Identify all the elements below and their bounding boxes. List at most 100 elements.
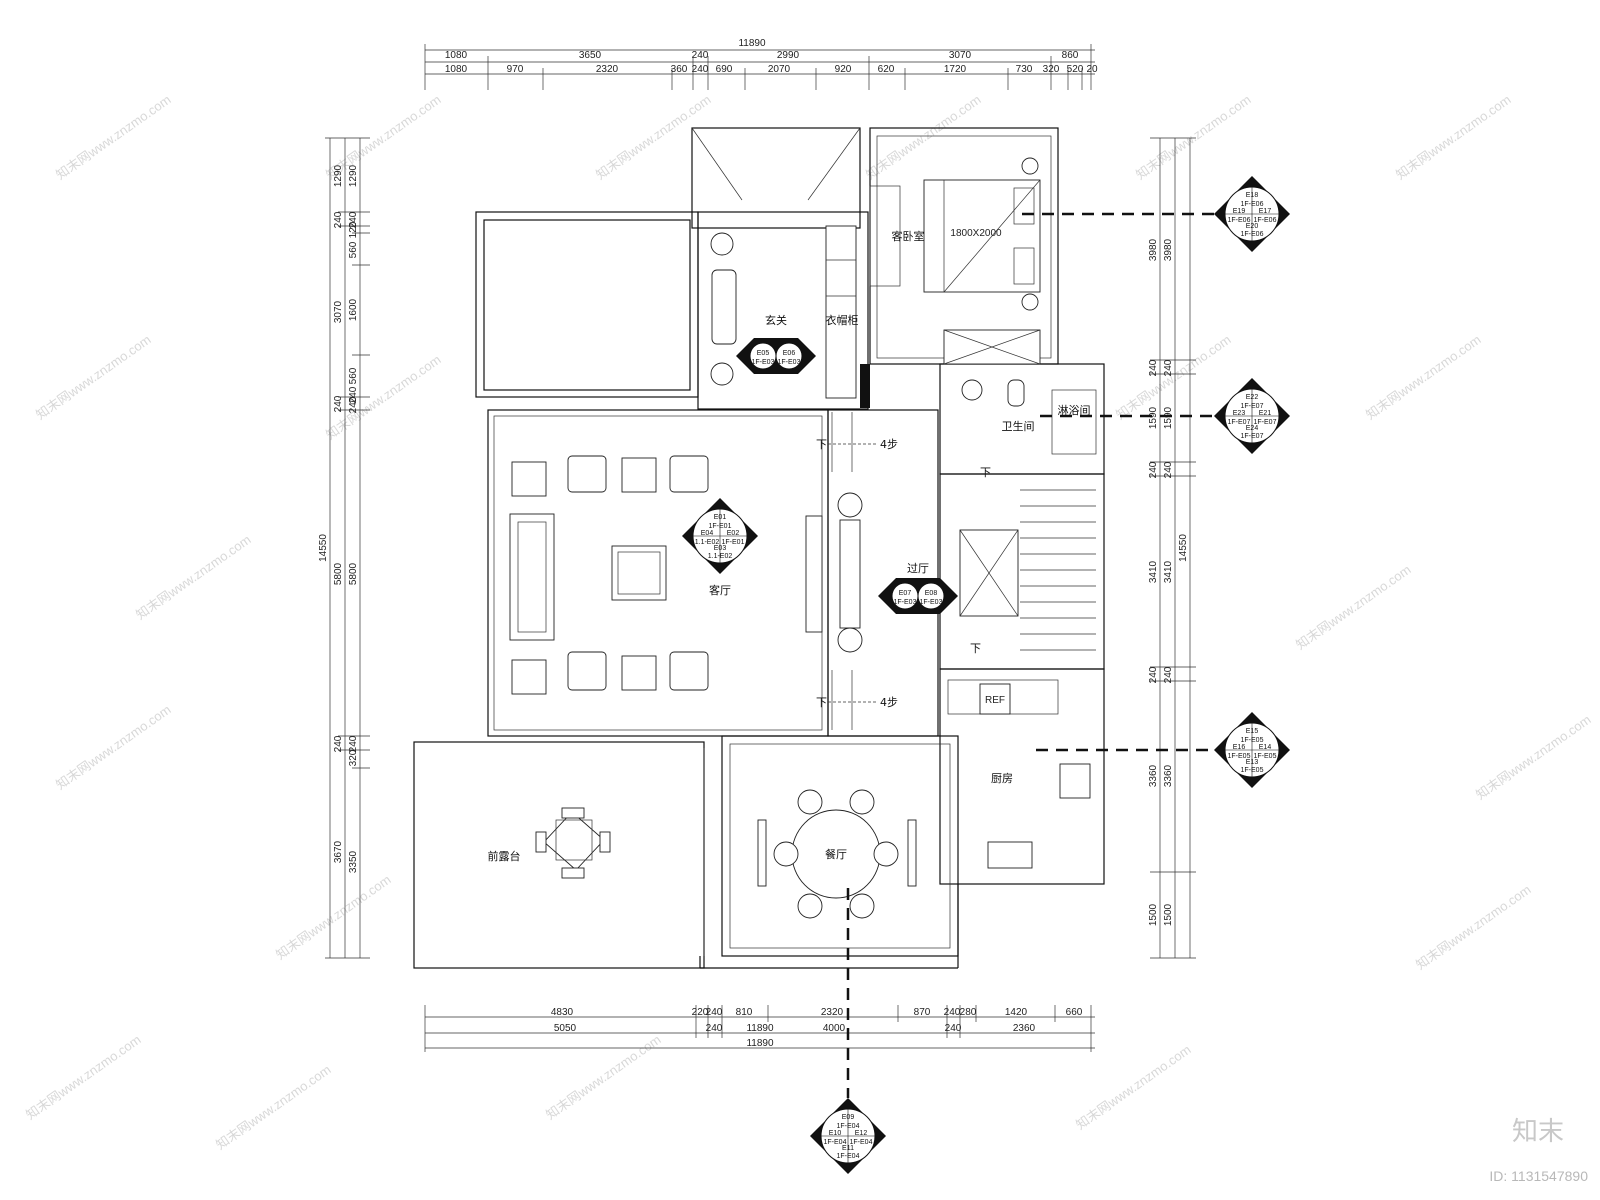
dim-label: 560 xyxy=(348,241,359,258)
dimensions-top: 11890 1080 3650 240 2990 3070 860 1080 9… xyxy=(424,38,1098,90)
dimensions-left: 14550 1290 240 3070 240 5800 240 3670 12… xyxy=(318,137,370,959)
dim-label: 1290 xyxy=(333,164,344,187)
dim-label: 690 xyxy=(716,64,733,75)
tag-sheet: 1F-E07 xyxy=(1241,403,1264,410)
end-table xyxy=(511,461,547,497)
image-id: ID: 1131547890 xyxy=(1489,1168,1588,1184)
watermark-text: 知末网www.znzmo.com xyxy=(543,1032,663,1123)
dim-label: 220 xyxy=(692,1007,709,1018)
tag-sheet: 1F-E06 xyxy=(1254,217,1277,224)
armchair xyxy=(669,455,709,493)
tag-label: E23 xyxy=(1233,410,1246,417)
room-labels: 客卧室 1800X2000 玄关 衣帽柜 卫生间 淋浴间 客厅 过厅 厨房 RE… xyxy=(488,228,1091,863)
tag-label: E01 xyxy=(714,514,727,521)
dim-label: 240 xyxy=(333,211,344,228)
tag-label: E20 xyxy=(1246,223,1259,230)
stair-down-label: 下 xyxy=(816,696,827,709)
dim-label: 3070 xyxy=(949,50,972,61)
tag-label: E15 xyxy=(1246,728,1259,735)
dim-label: 240 xyxy=(1163,666,1174,683)
tag-sheet: 1F-E07 xyxy=(1241,433,1264,440)
dim-label: 660 xyxy=(1066,1007,1083,1018)
console-table xyxy=(839,519,861,629)
tag-sheet: 1F-E05 xyxy=(1241,737,1264,744)
dim-label: 3670 xyxy=(333,840,344,863)
tag-label: E07 xyxy=(899,590,912,597)
dim-label: 240 xyxy=(348,396,359,413)
bed-size-label: 1800X2000 xyxy=(950,228,1002,239)
room-label-kitchen: 厨房 xyxy=(991,772,1013,785)
dim-label: 120 xyxy=(348,221,359,238)
elevation-tag-bathroom: E22 1F-E07 E23 1F-E07 E21 1F-E07 E24 1F-… xyxy=(1214,378,1290,454)
dim-label: 320 xyxy=(1043,64,1060,75)
watermark-text: 知末网www.znzmo.com xyxy=(593,92,713,183)
dim-label: 5050 xyxy=(554,1023,577,1034)
side-table xyxy=(621,655,657,691)
dining-chair xyxy=(797,789,823,815)
stair-down-label: 下 xyxy=(970,642,981,655)
kitchen-counter xyxy=(987,841,1033,869)
tag-sheet: 1F-E03 xyxy=(894,599,917,606)
armchair xyxy=(567,455,607,493)
tag-sheet: 1F-E04 xyxy=(837,1153,860,1160)
elevation-tag-living: E01 1F-E01 E04 1.1-E02 E02 1F-E01 E03 1.… xyxy=(682,498,758,574)
armchair xyxy=(567,651,607,691)
dim-label: 860 xyxy=(1062,50,1079,61)
tag-label: E10 xyxy=(829,1130,842,1137)
dim-label: 870 xyxy=(914,1007,931,1018)
stair-notes: 下 4步 下 4步 下 下 xyxy=(816,438,991,709)
tag-label: E12 xyxy=(855,1130,868,1137)
room-label-terrace: 前露台 xyxy=(488,849,521,863)
dim-label: 240 xyxy=(692,50,709,61)
dim-label: 240 xyxy=(348,386,359,403)
toilet xyxy=(1007,379,1025,407)
dining-chair xyxy=(873,841,899,867)
dim-label: 240 xyxy=(1163,359,1174,376)
dim-label: 240 xyxy=(1148,666,1159,683)
dim-label: 1080 xyxy=(445,50,468,61)
dim-label: 3650 xyxy=(579,50,602,61)
dim-label: 2990 xyxy=(777,50,800,61)
dim-label: 5800 xyxy=(348,562,359,585)
dim-label: 1590 xyxy=(1163,406,1174,429)
dim-label: 240 xyxy=(706,1023,723,1034)
dim-total-top: 11890 xyxy=(738,38,766,49)
watermark-text: 知末网www.znzmo.com xyxy=(33,332,153,423)
dim-label: 1600 xyxy=(348,298,359,321)
watermark-text: 知末网www.znzmo.com xyxy=(1363,332,1483,423)
dim-label: 1500 xyxy=(1148,903,1159,926)
tag-sheet: 1F-E06 xyxy=(1241,201,1264,208)
dim-label: 810 xyxy=(736,1007,753,1018)
dim-label: 970 xyxy=(507,64,524,75)
dimensions-right: 14550 3980 240 1590 240 3410 240 3360 15… xyxy=(1148,137,1196,959)
tag-sheet: 1F-E05 xyxy=(1254,753,1277,760)
tag-label: E11 xyxy=(842,1145,854,1152)
tag-label: E05 xyxy=(757,350,770,357)
tag-label: E17 xyxy=(1259,208,1272,215)
dim-label: 3410 xyxy=(1163,560,1174,583)
tv-cabinet xyxy=(805,515,823,633)
dim-label: 730 xyxy=(1016,64,1033,75)
tag-sheet: 1F-E05 xyxy=(1241,767,1264,774)
elevation-tag-bedroom: E18 1F-E06 E19 1F-E06 E17 1F-E06 E20 1F-… xyxy=(1214,176,1290,252)
dim-label: 620 xyxy=(878,64,895,75)
dim-label: 4830 xyxy=(551,1007,574,1018)
dining-chair xyxy=(773,841,799,867)
stair-steps-label: 4步 xyxy=(880,438,898,451)
dim-label: 1420 xyxy=(1005,1007,1028,1018)
dim-total-left: 14550 xyxy=(318,534,329,562)
dim-total-bottom: 11890 xyxy=(746,1038,774,1049)
bedroom-wardrobe xyxy=(869,185,901,287)
watermark-text: 知末网www.znzmo.com xyxy=(53,702,173,793)
tag-sheet: 1.1-E02 xyxy=(708,553,733,560)
watermark-text: 知末网www.znzmo.com xyxy=(1073,1042,1193,1133)
sideboard xyxy=(757,819,767,887)
tag-sheet: 1F-E01 xyxy=(709,523,732,530)
watermark-text: 知末网www.znzmo.com xyxy=(133,532,253,623)
tag-sheet: 1F-E05 xyxy=(1228,753,1251,760)
stair-down-label: 下 xyxy=(980,466,991,479)
tag-label: E19 xyxy=(1233,208,1246,215)
watermark-text: 知末网www.znzmo.com xyxy=(1293,562,1413,653)
terrace-table xyxy=(535,807,611,879)
